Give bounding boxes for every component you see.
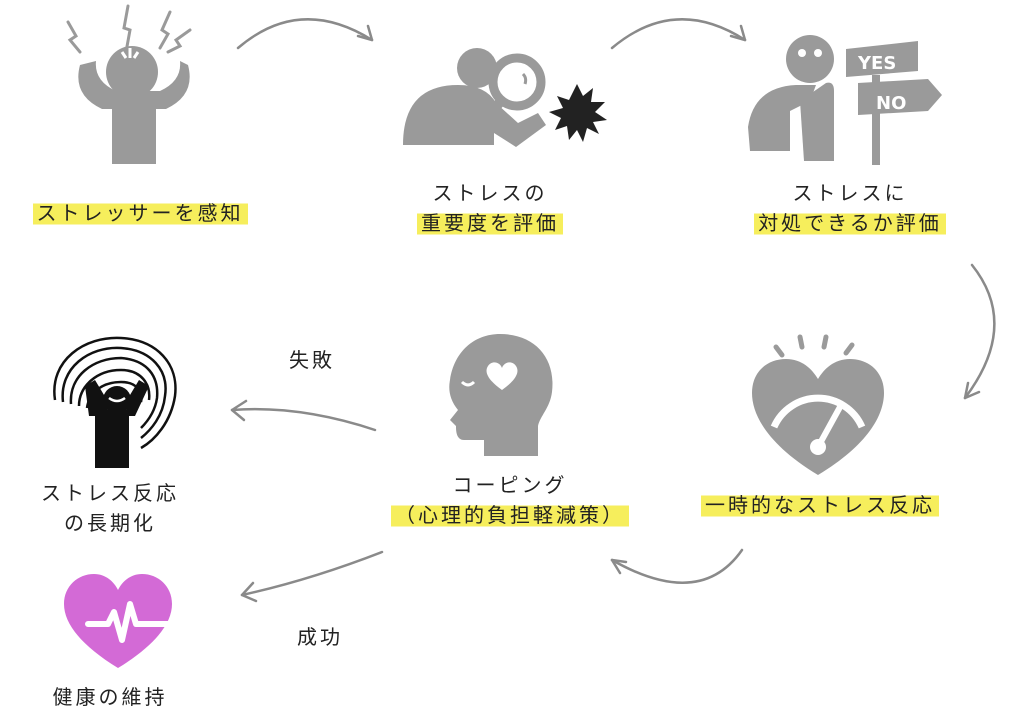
stressed-person-icon xyxy=(66,4,192,164)
arrow-perceive-to-assess xyxy=(236,18,374,50)
step-assess-line1: ストレスの xyxy=(432,181,548,205)
step-assess-line2: 重要度を評価 xyxy=(417,208,563,238)
heart-gauge-icon xyxy=(752,334,884,475)
step-health-label: 健康の維持 xyxy=(52,685,168,709)
arrow-temp-to-coping xyxy=(610,548,744,584)
step-cope-eval-line1: ストレスに xyxy=(792,181,908,205)
step-prolonged-line1: ストレス反応 xyxy=(41,481,179,505)
head-heart-icon xyxy=(449,334,553,456)
branch-failure-label: 失敗 xyxy=(289,348,335,372)
heartbeat-icon xyxy=(64,574,191,668)
branch-success-label: 成功 xyxy=(297,625,343,649)
signpost-yes: YES xyxy=(857,53,896,74)
arrow-cope-eval-to-temp xyxy=(963,263,996,400)
step-coping-line1: コーピング xyxy=(452,473,568,497)
step-cope-eval-line2: 対処できるか評価 xyxy=(754,208,946,238)
signpost-no: NO xyxy=(876,93,906,114)
arrow-assess-to-cope-eval xyxy=(610,18,747,50)
thinking-signpost-icon: YES NO xyxy=(748,35,942,165)
step-perceive-label: ストレッサーを感知 xyxy=(32,198,248,228)
overwhelmed-person-icon xyxy=(53,336,177,468)
step-coping-line2: （心理的負担軽減策） xyxy=(391,500,629,530)
magnifying-glass-person-icon xyxy=(403,48,607,147)
arrow-success xyxy=(240,550,384,597)
step-prolonged-line2: の長期化 xyxy=(64,511,156,535)
step-temp-label: 一時的なストレス反応 xyxy=(701,490,939,520)
arrow-failure xyxy=(230,407,377,432)
